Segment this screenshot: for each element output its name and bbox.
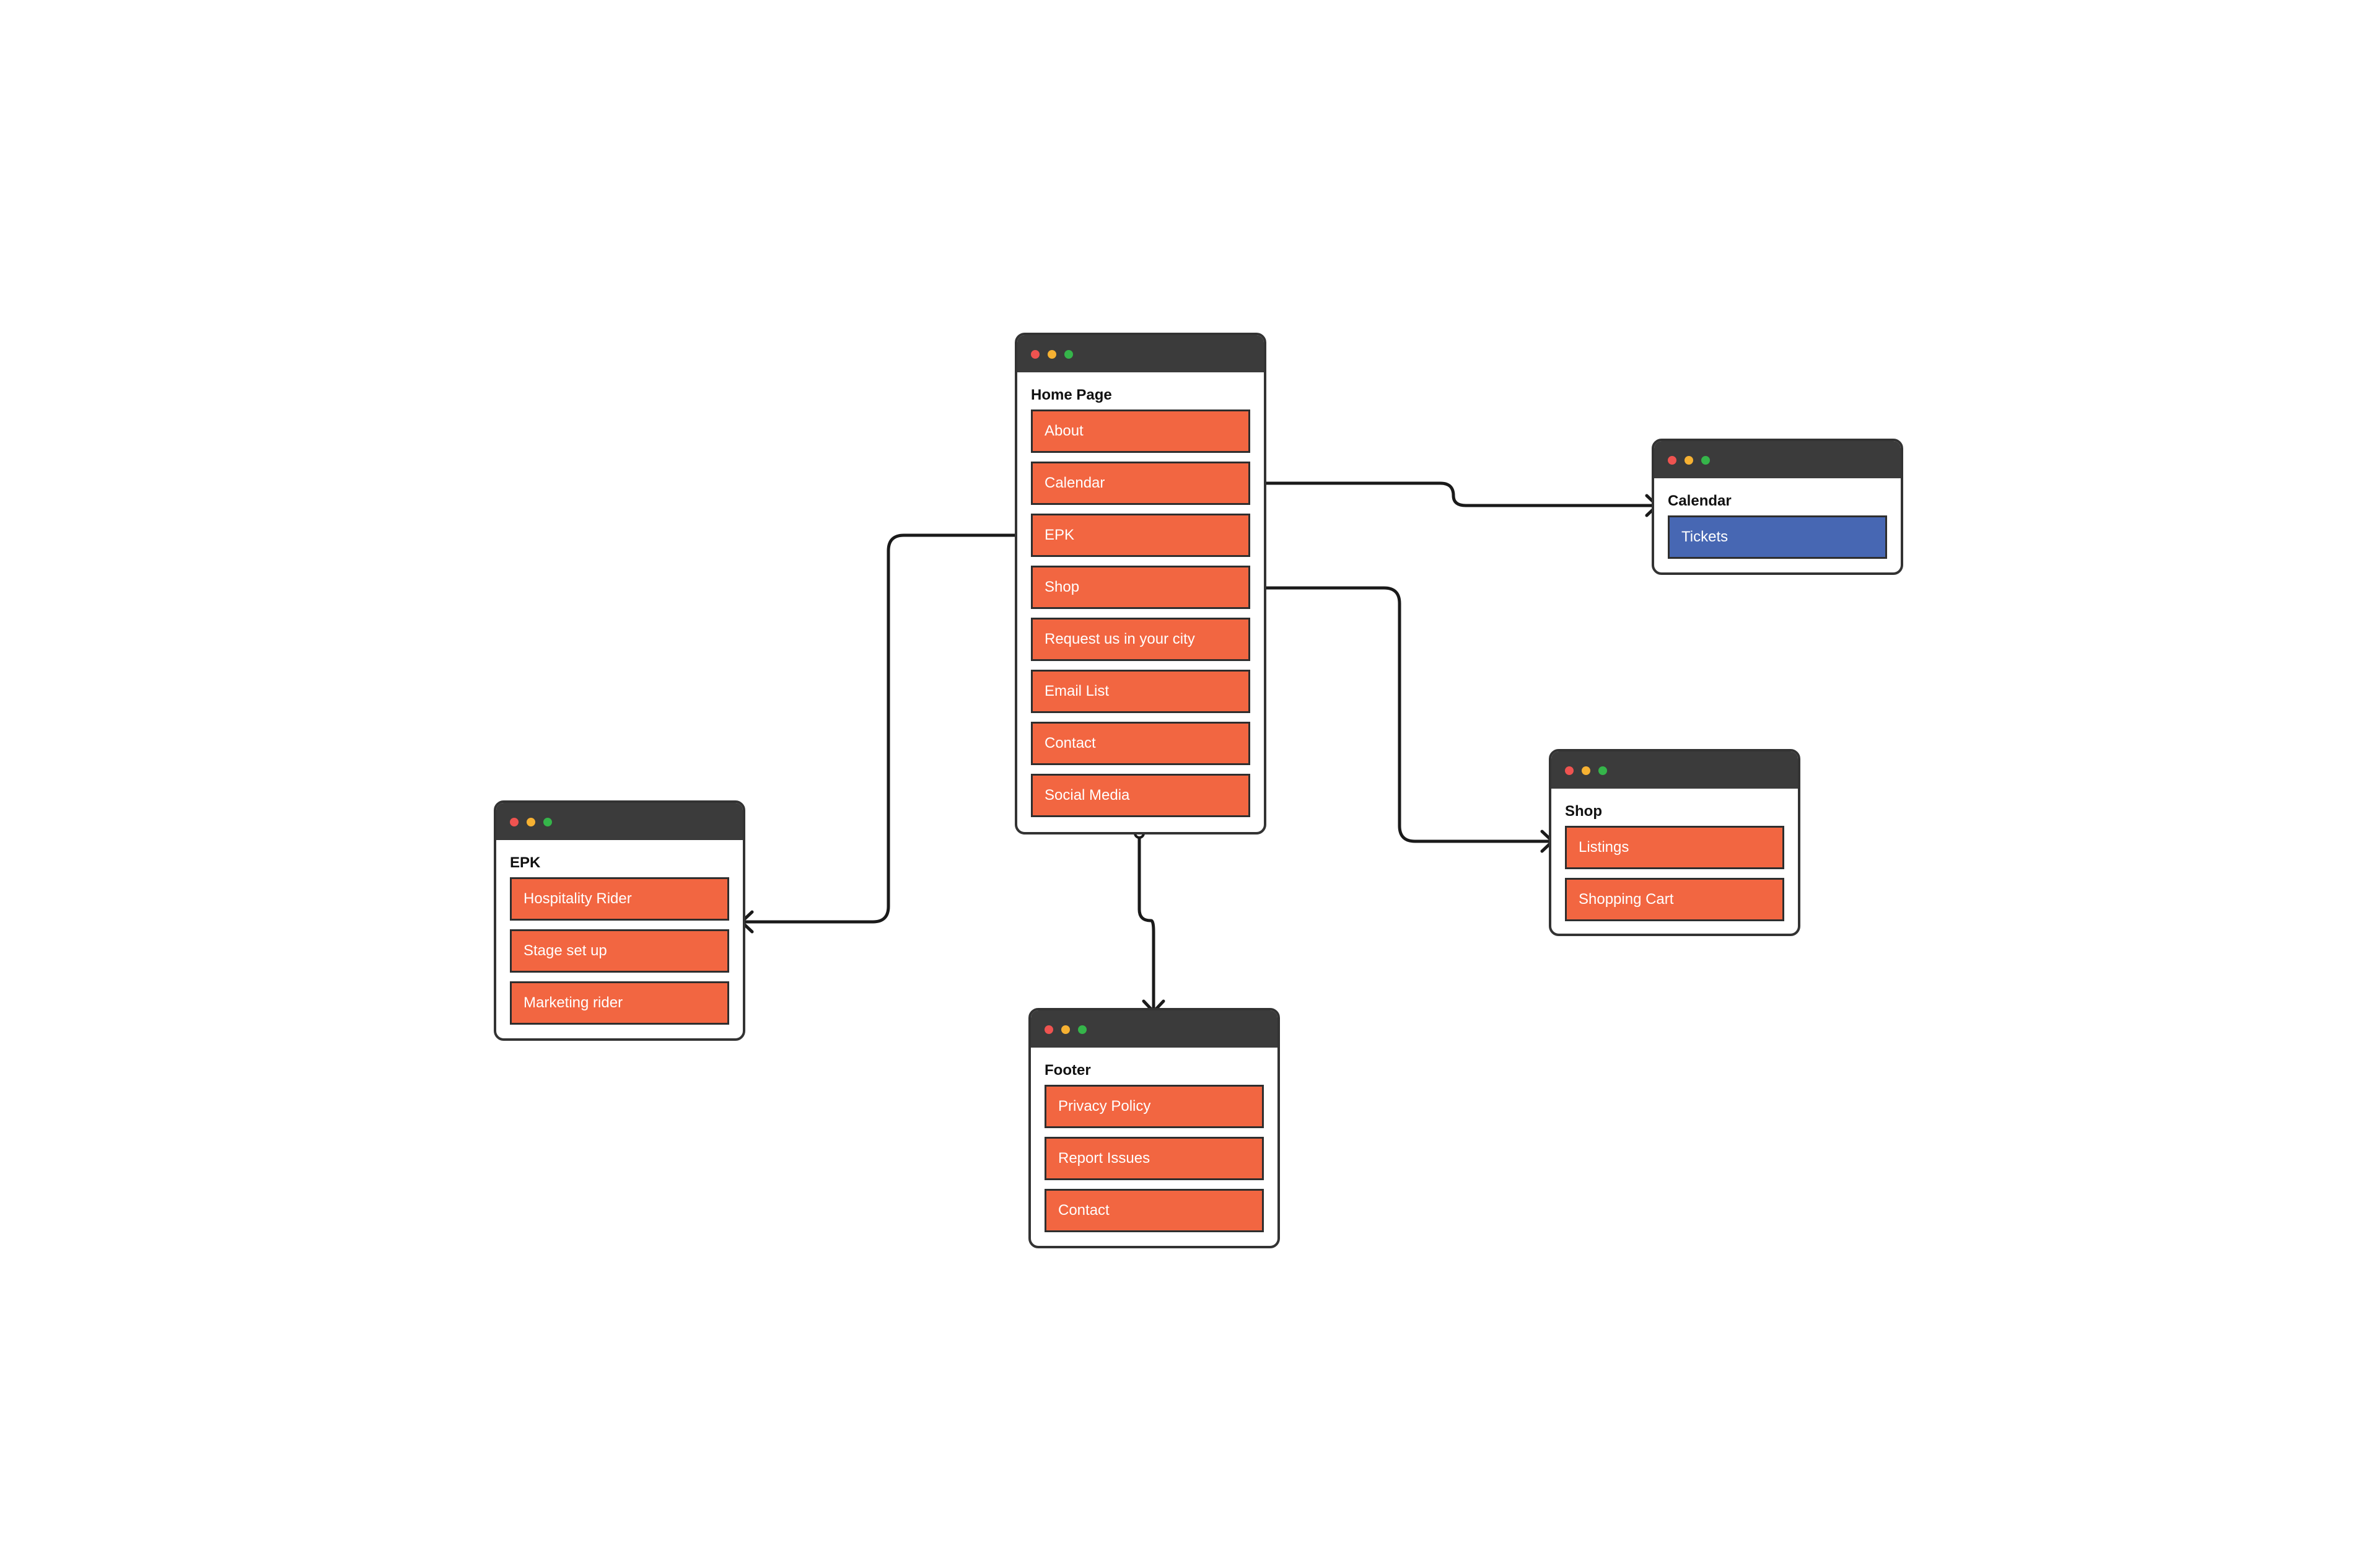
- connector-epk: [742, 533, 1033, 924]
- maximize-dot-icon[interactable]: [543, 818, 552, 826]
- nav-item-epk[interactable]: EPK: [1031, 514, 1250, 557]
- maximize-dot-icon[interactable]: [1064, 350, 1073, 359]
- nav-item-report-issues[interactable]: Report Issues: [1045, 1137, 1264, 1180]
- nav-item-hospitality-rider[interactable]: Hospitality Rider: [510, 877, 729, 921]
- minimize-dot-icon[interactable]: [527, 818, 535, 826]
- minimize-dot-icon[interactable]: [1061, 1025, 1070, 1034]
- window-titlebar: [1017, 335, 1264, 372]
- window-title: Shop: [1565, 803, 1602, 820]
- nav-item-email-list[interactable]: Email List: [1031, 670, 1250, 713]
- close-dot-icon[interactable]: [1031, 350, 1040, 359]
- nav-item-contact[interactable]: Contact: [1031, 722, 1250, 765]
- nav-item-stage-set-up[interactable]: Stage set up: [510, 929, 729, 973]
- footer-window[interactable]: Footer Privacy Policy Report Issues Cont…: [1028, 1008, 1280, 1248]
- nav-item-shopping-cart[interactable]: Shopping Cart: [1565, 878, 1784, 921]
- maximize-dot-icon[interactable]: [1598, 766, 1607, 775]
- nav-item-privacy-policy[interactable]: Privacy Policy: [1045, 1085, 1264, 1128]
- window-titlebar: [1551, 751, 1798, 789]
- close-dot-icon[interactable]: [1045, 1025, 1053, 1034]
- window-titlebar: [1031, 1010, 1277, 1048]
- window-title: Footer: [1045, 1062, 1091, 1079]
- window-title: EPK: [510, 854, 541, 871]
- home-page-window[interactable]: Home Page About Calendar EPK Shop Reques…: [1015, 333, 1266, 834]
- nav-item-tickets[interactable]: Tickets: [1668, 515, 1887, 559]
- nav-item-about[interactable]: About: [1031, 410, 1250, 453]
- epk-window[interactable]: EPK Hospitality Rider Stage set up Marke…: [494, 800, 745, 1041]
- connector-shop: [1252, 586, 1553, 843]
- window-title: Home Page: [1031, 387, 1112, 403]
- maximize-dot-icon[interactable]: [1078, 1025, 1087, 1034]
- maximize-dot-icon[interactable]: [1701, 456, 1710, 465]
- connector-footer: [1137, 831, 1155, 1012]
- connector-calendar: [1252, 481, 1657, 507]
- window-titlebar: [496, 803, 743, 840]
- close-dot-icon[interactable]: [1565, 766, 1574, 775]
- shop-window[interactable]: Shop Listings Shopping Cart: [1549, 749, 1800, 936]
- minimize-dot-icon[interactable]: [1582, 766, 1590, 775]
- nav-item-calendar[interactable]: Calendar: [1031, 462, 1250, 505]
- nav-item-shop[interactable]: Shop: [1031, 566, 1250, 609]
- calendar-window[interactable]: Calendar Tickets: [1652, 439, 1903, 575]
- close-dot-icon[interactable]: [510, 818, 519, 826]
- close-dot-icon[interactable]: [1668, 456, 1676, 465]
- nav-item-listings[interactable]: Listings: [1565, 826, 1784, 869]
- window-titlebar: [1654, 441, 1901, 478]
- nav-item-social-media[interactable]: Social Media: [1031, 774, 1250, 817]
- window-title: Calendar: [1668, 493, 1732, 509]
- minimize-dot-icon[interactable]: [1048, 350, 1056, 359]
- nav-item-request-city[interactable]: Request us in your city: [1031, 618, 1250, 661]
- minimize-dot-icon[interactable]: [1685, 456, 1693, 465]
- nav-item-marketing-rider[interactable]: Marketing rider: [510, 981, 729, 1025]
- nav-item-footer-contact[interactable]: Contact: [1045, 1189, 1264, 1232]
